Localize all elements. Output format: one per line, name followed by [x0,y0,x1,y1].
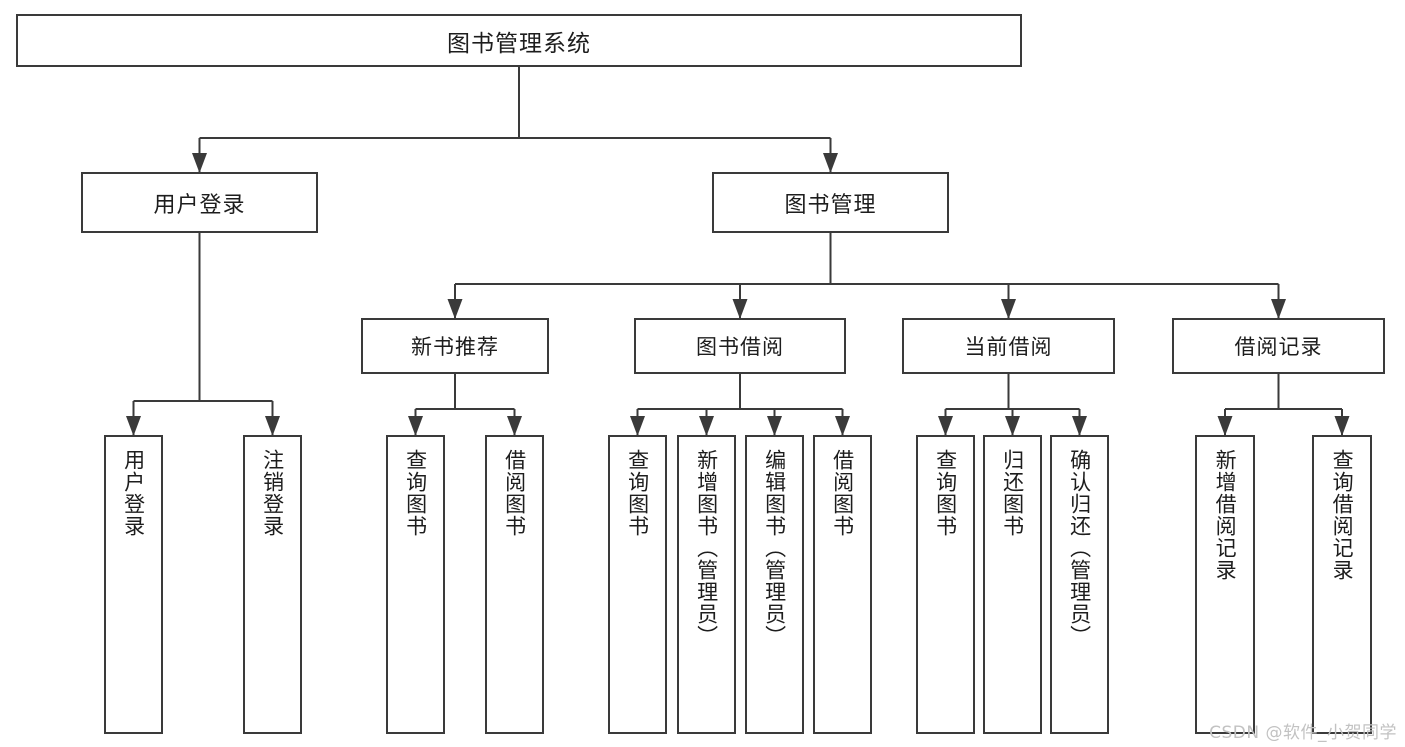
connector-arrowhead [699,416,714,436]
watermark-label: CSDN @软件_小贺同学 [1209,723,1397,743]
node-label: 新增图书（管理员） [694,449,719,647]
node-leaf-return-book[interactable]: 归还图书 [983,435,1042,734]
connector-arrowhead [126,416,141,436]
node-leaf-edit-book-admin[interactable]: 编辑图书（管理员） [745,435,804,734]
node-leaf-borrow-book-rec[interactable]: 借阅图书 [485,435,544,734]
node-label: 图书管理 [784,192,877,218]
node-new-book-recommend[interactable]: 新书推荐 [361,318,549,374]
node-label: 当前借阅 [964,335,1053,359]
node-label: 用户登录 [121,449,146,537]
connector-arrowhead [732,299,748,319]
node-label: 查询图书 [933,449,958,537]
node-label: 新书推荐 [411,335,499,359]
node-label: 注销登录 [260,449,285,537]
node-leaf-user-login[interactable]: 用户登录 [104,435,163,734]
node-label: 查询借阅记录 [1330,449,1355,581]
node-label: 借阅记录 [1234,335,1323,359]
connector-arrowhead [835,416,850,436]
node-leaf-logout[interactable]: 注销登录 [243,435,302,734]
node-label: 编辑图书（管理员） [762,449,787,647]
node-borrow-record[interactable]: 借阅记录 [1172,318,1385,374]
node-label: 用户登录 [153,192,246,218]
connector-arrowhead [1217,416,1233,436]
connector-arrowhead [938,416,953,436]
node-leaf-query-book-cb[interactable]: 查询图书 [916,435,975,734]
connector-arrowhead [1001,299,1016,319]
connector-arrowhead [1271,299,1286,319]
node-leaf-query-book-br[interactable]: 查询图书 [608,435,667,734]
connector-arrowhead [408,416,423,436]
node-book-manage[interactable]: 图书管理 [712,172,949,233]
connector-arrowhead [823,153,838,173]
node-leaf-query-book-rec[interactable]: 查询图书 [386,435,445,734]
node-label: 查询图书 [403,449,428,537]
node-leaf-query-borrow-record[interactable]: 查询借阅记录 [1312,435,1372,734]
node-current-borrow[interactable]: 当前借阅 [902,318,1115,374]
node-label: 查询图书 [625,449,650,537]
connector-arrowhead [1005,416,1020,436]
node-label: 图书管理系统 [447,30,591,57]
node-label: 确认归还（管理员） [1067,449,1092,647]
node-user-login[interactable]: 用户登录 [81,172,318,233]
connector-arrowhead [767,416,782,436]
node-leaf-add-borrow-record[interactable]: 新增借阅记录 [1195,435,1255,734]
node-leaf-add-book-admin[interactable]: 新增图书（管理员） [677,435,736,734]
connector-arrowhead [507,416,522,436]
connector-arrowhead [447,299,463,319]
connector-arrowhead [1072,416,1087,436]
node-label: 借阅图书 [830,449,855,537]
node-book-borrow[interactable]: 图书借阅 [634,318,846,374]
node-leaf-borrow-book-br[interactable]: 借阅图书 [813,435,872,734]
node-leaf-confirm-return-admin[interactable]: 确认归还（管理员） [1050,435,1109,734]
connector-arrowhead [192,153,207,173]
connector-arrowhead [630,416,645,436]
connector-arrowhead [265,416,280,436]
node-label: 归还图书 [1000,449,1025,537]
node-root[interactable]: 图书管理系统 [16,14,1022,67]
node-label: 新增借阅记录 [1213,449,1238,581]
node-label: 图书借阅 [696,335,784,359]
node-label: 借阅图书 [502,449,527,537]
connector-arrowhead [1334,416,1350,436]
